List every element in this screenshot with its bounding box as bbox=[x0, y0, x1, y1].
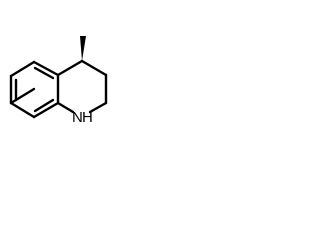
bond-c4a-c8a bbox=[32, 101, 60, 119]
bond-c2-n1 bbox=[88, 101, 108, 114]
bond-c7-c6 bbox=[9, 60, 36, 78]
stereo-wedge-methyl bbox=[80, 36, 86, 61]
bond-c6-c5 bbox=[32, 60, 60, 77]
bond-n1-c8a bbox=[56, 101, 75, 114]
atom-label-nitrogen-hydrogen: H bbox=[82, 109, 93, 126]
atom-label-nitrogen: N bbox=[72, 109, 83, 126]
bond-c8a-c8 bbox=[9, 87, 36, 105]
bond-c6-c5-inner bbox=[33, 66, 55, 80]
bond-c4a-c4 bbox=[56, 59, 84, 77]
bond-c4a-c8a-inner bbox=[33, 98, 55, 113]
skeletal-formula: N H bbox=[9, 36, 108, 126]
bond-c4-c3 bbox=[80, 59, 108, 77]
bond-c8a-c8b bbox=[9, 101, 36, 119]
